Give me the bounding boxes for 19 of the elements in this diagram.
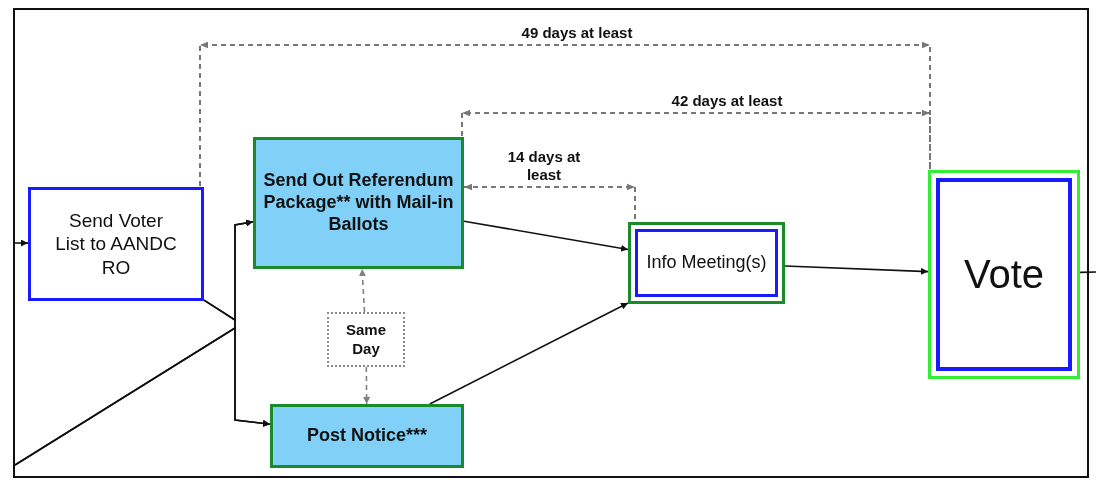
dashed-arrow (363, 366, 371, 405)
node-label: Same Day (345, 321, 387, 358)
node-label: Send Voter List to AANDC RO (54, 209, 178, 279)
process-box (928, 170, 1080, 379)
node-label: Send Out Referendum Package** with Mail-in Ballots (262, 170, 455, 236)
process-box (628, 222, 785, 304)
node-label: Info Meeting(s) (646, 252, 767, 274)
process-box (253, 137, 464, 269)
process-box (270, 404, 464, 468)
arrow (14, 326, 271, 466)
arrow (784, 265, 929, 275)
arrow (14, 239, 29, 247)
note-box (327, 312, 405, 367)
arrow (429, 302, 629, 405)
arrow (463, 220, 629, 252)
process-box (28, 187, 204, 301)
node-label: Post Notice*** (306, 425, 427, 447)
node-label: Vote (963, 251, 1045, 299)
dashed-arrow (359, 268, 366, 313)
